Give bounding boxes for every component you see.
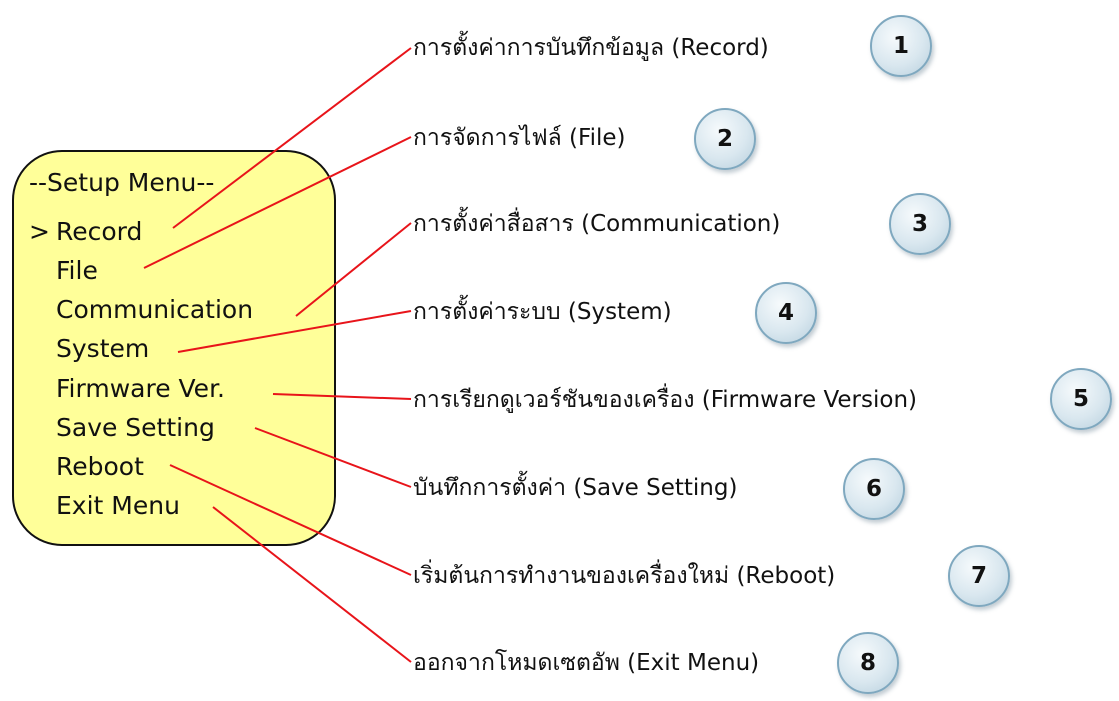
connector-communication (295, 222, 412, 317)
number-badge-7: 7 (948, 545, 1010, 607)
connector-record (172, 47, 412, 229)
menu-cursor: > (29, 217, 50, 246)
number-badge-1: 1 (870, 15, 932, 77)
description-exit-menu: ออกจากโหมดเซตอัพ (Exit Menu) (413, 650, 760, 676)
menu-item-save-setting[interactable]: Save Setting (56, 413, 215, 442)
menu-item-system[interactable]: System (56, 334, 150, 363)
setup-menu-panel (12, 150, 336, 546)
description-system: การตั้งค่าระบบ (System) (413, 299, 672, 325)
connector-system (177, 310, 412, 353)
description-reboot: เริ่มต้นการทำงานของเครื่องใหม่ (Reboot) (413, 563, 836, 589)
number-badge-5: 5 (1050, 368, 1112, 430)
connector-reboot (169, 464, 412, 576)
connector-save-setting (254, 427, 412, 488)
number-badge-2: 2 (694, 108, 756, 170)
description-file: การจัดการไฟล์ (File) (413, 125, 626, 151)
menu-item-reboot[interactable]: Reboot (56, 452, 144, 481)
description-firmware-version: การเรียกดูเวอร์ชันของเครื่อง (Firmware V… (413, 387, 917, 413)
number-badge-8: 8 (837, 632, 899, 694)
number-badge-3: 3 (889, 193, 951, 255)
menu-item-exit-menu[interactable]: Exit Menu (56, 491, 180, 520)
menu-item-file[interactable]: File (56, 256, 98, 285)
menu-item-record[interactable]: Record (56, 217, 143, 246)
connector-file (143, 136, 412, 269)
description-save-setting: บันทึกการตั้งค่า (Save Setting) (413, 475, 738, 501)
menu-item-firmware-ver[interactable]: Firmware Ver. (56, 374, 225, 403)
connector-firmware-ver (272, 393, 412, 400)
number-badge-6: 6 (843, 458, 905, 520)
description-communication: การตั้งค่าสื่อสาร (Communication) (413, 211, 781, 237)
number-badge-4: 4 (755, 282, 817, 344)
menu-item-communication[interactable]: Communication (56, 295, 254, 324)
connector-exit-menu (212, 506, 412, 663)
description-record: การตั้งค่าการบันทึกข้อมูล (Record) (413, 35, 769, 61)
menu-title: --Setup Menu-- (29, 168, 215, 197)
